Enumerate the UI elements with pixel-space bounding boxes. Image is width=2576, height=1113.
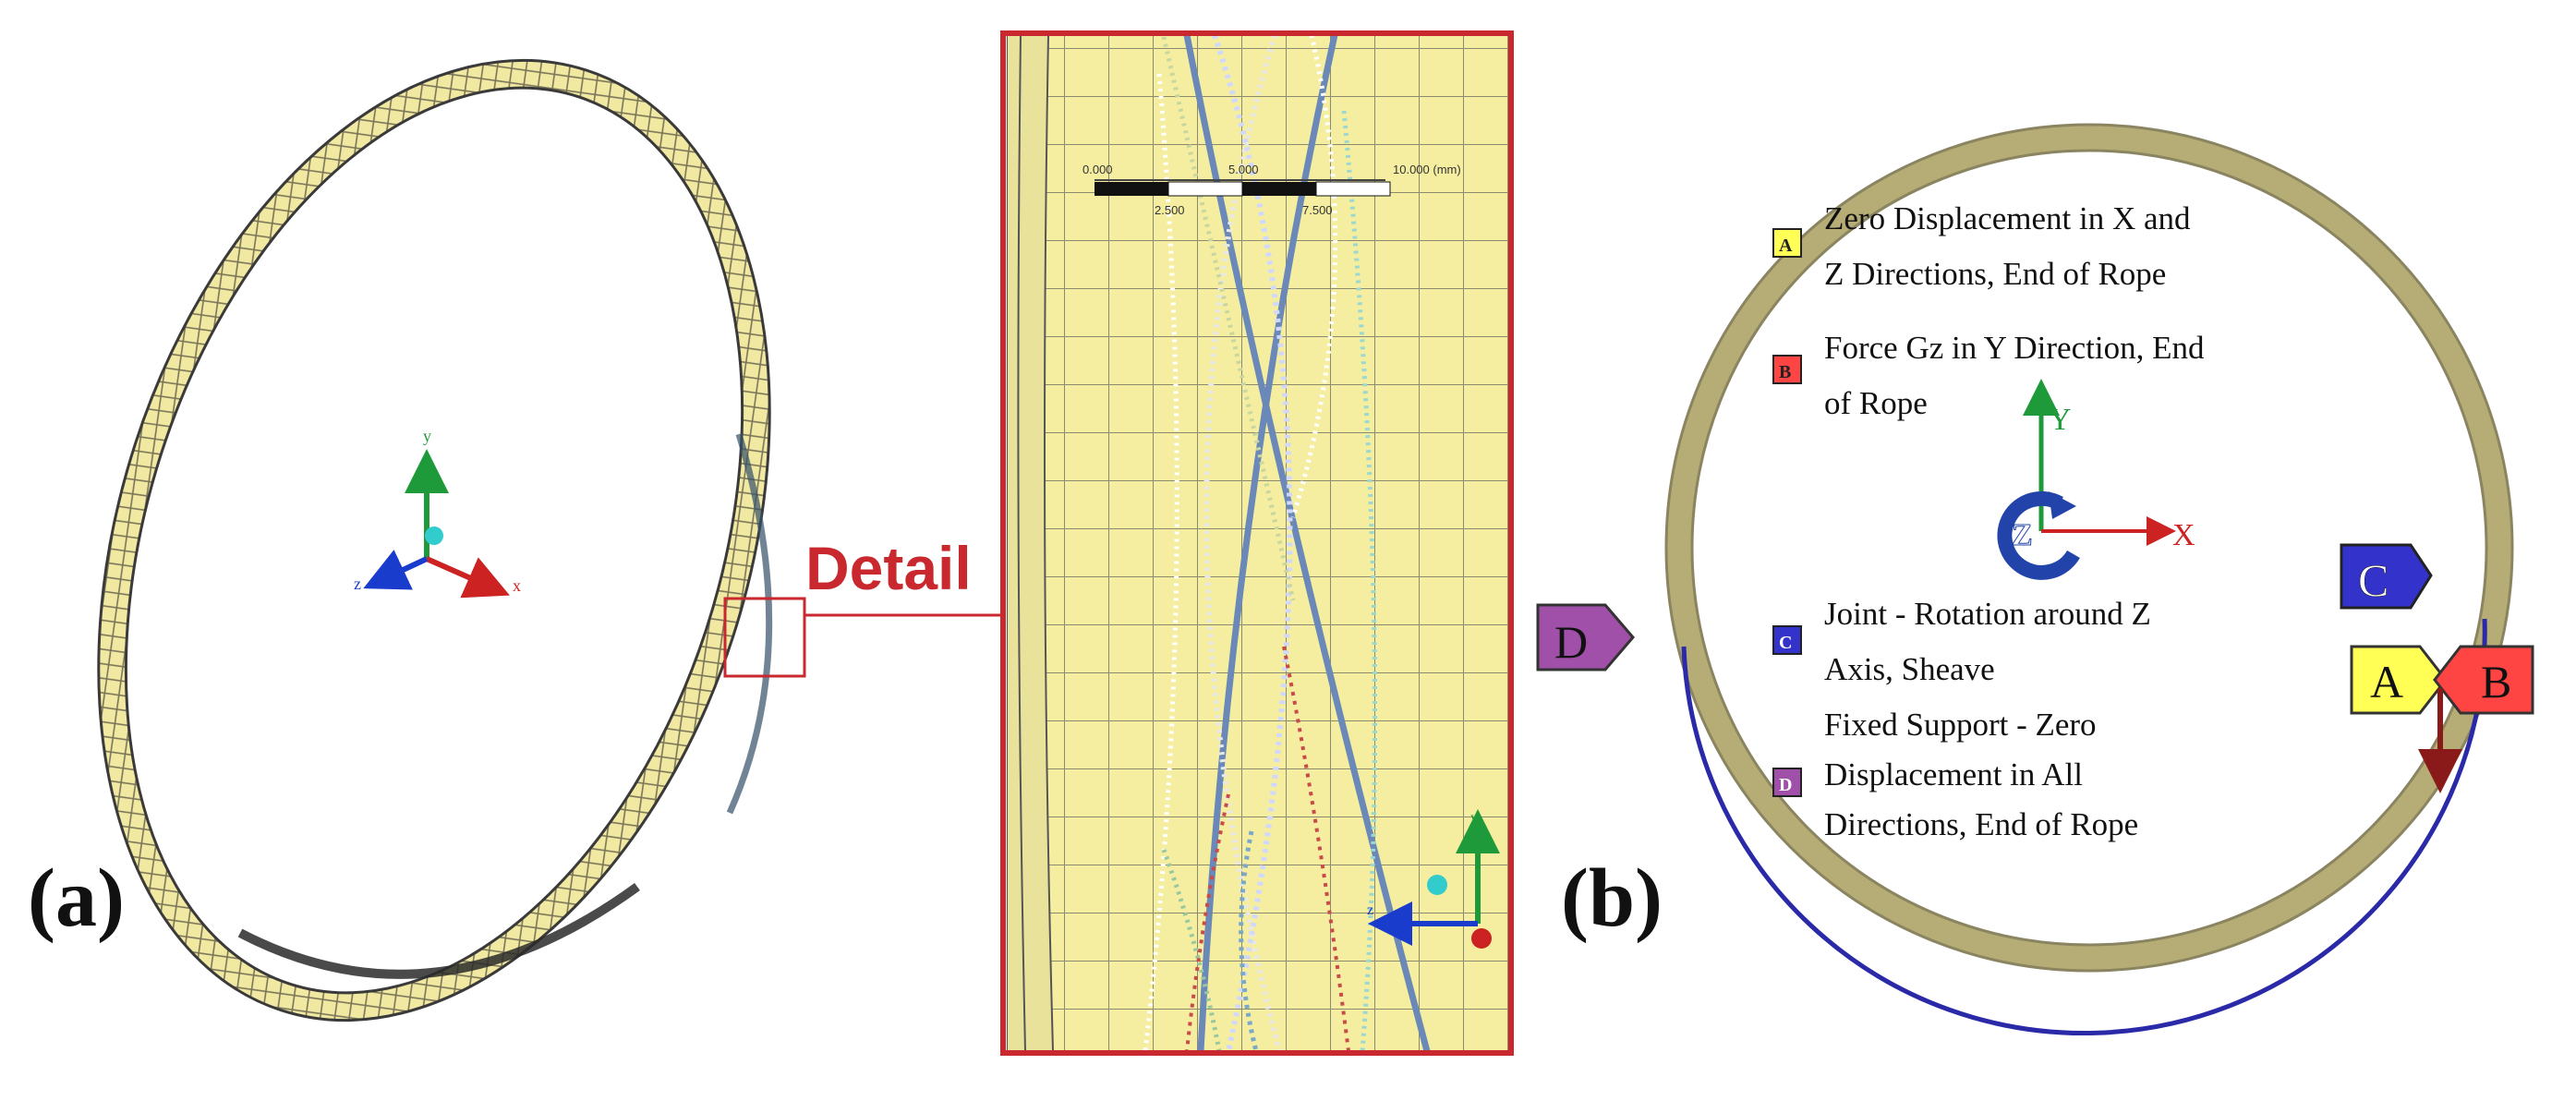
panel-a: y x z Detail (a) [28, 58, 1003, 1022]
tag-c-label: C [2358, 554, 2389, 606]
legend-key-c: C [1779, 633, 1792, 653]
wire-3 [1203, 35, 1282, 1051]
legend-d-line-3: Directions, End of Rope [1824, 806, 2138, 842]
detail-frame [1000, 30, 1514, 1056]
tag-b: B [2433, 645, 2534, 715]
legend-item-c: C Joint - Rotation around Z Axis, Sheave [1772, 596, 2151, 687]
wire-8 [1185, 793, 1230, 1051]
legend-a-line-1: Zero Displacement in X and [1824, 200, 2191, 236]
tag-b-label: B [2481, 656, 2511, 708]
legend-key-b: B [1779, 362, 1791, 382]
tag-a-label: A [2370, 656, 2403, 708]
axis-y-label-b: Y [2049, 403, 2072, 437]
axis-x-label-a: x [513, 576, 521, 595]
panel-b: Y X Z A Zero Displacement in X and Z Dir… [1536, 123, 2534, 1036]
axis-triad-a: y x z [354, 427, 521, 599]
wire-10 [1161, 36, 1296, 601]
legend-item-a: A Zero Displacement in X and Z Direction… [1772, 200, 2191, 292]
tag-a: A [2350, 645, 2448, 715]
legend-key-a: A [1779, 236, 1793, 256]
wire-4 [1212, 35, 1293, 1051]
axis-z-label-b: Z [2012, 518, 2033, 552]
legend-key-d: D [1779, 775, 1792, 795]
detail-label: Detail [805, 534, 972, 602]
legend-item-d: D Fixed Support - Zero Displacement in A… [1772, 707, 2138, 842]
scale-label-3: 2.500 [1155, 203, 1185, 217]
axis-triad-detail: y z [1367, 809, 1500, 949]
panel-b-label: (b) [1561, 853, 1663, 944]
scale-label-1: 5.000 [1228, 163, 1259, 176]
detail-box [723, 597, 806, 678]
scale-bar: 0.000 5.000 10.000 (mm) 2.500 7.500 [1082, 163, 1461, 217]
legend-c-line-2: Axis, Sheave [1824, 651, 1995, 687]
legend: A Zero Displacement in X and Z Direction… [1772, 200, 2205, 842]
legend-a-line-2: Z Directions, End of Rope [1824, 256, 2166, 292]
scale-label-0: 0.000 [1082, 163, 1113, 176]
tag-d-label: D [1554, 616, 1588, 668]
legend-c-line-1: Joint - Rotation around Z [1824, 596, 2151, 632]
legend-b-line-1: Force Gz in Y Direction, End [1824, 330, 2205, 366]
legend-item-b: B Force Gz in Y Direction, End of Rope [1772, 330, 2205, 421]
wire-7 [1282, 646, 1350, 1051]
panel-a-label: (a) [28, 853, 125, 944]
scale-label-2: 10.000 (mm) [1393, 163, 1461, 176]
axis-x-label-b: X [2172, 518, 2195, 552]
axis-y-label-detail: y [1470, 810, 1478, 826]
wire-9 [1290, 35, 1338, 518]
wire-12 [1161, 849, 1222, 1051]
axis-z-label-detail: z [1367, 902, 1373, 918]
wire-5 [1143, 73, 1179, 1051]
scale-label-4: 7.500 [1302, 203, 1333, 217]
rotation-joint-icon [1997, 490, 2080, 580]
axis-z-label-a: z [354, 575, 361, 593]
legend-d-line-2: Displacement in All [1824, 756, 2083, 792]
ring-shadow-right [726, 432, 773, 815]
wire-11 [1239, 830, 1259, 1051]
tag-d: D [1536, 603, 1635, 671]
axis-y-label-a: y [423, 427, 431, 445]
tag-c: C [2340, 543, 2433, 610]
sheave-ring-b [1667, 126, 2511, 970]
detail-panel: 0.000 5.000 10.000 (mm) 2.500 7.500 y z [1000, 30, 1514, 1056]
rope-b [1681, 618, 2487, 1036]
legend-d-line-1: Fixed Support - Zero [1824, 707, 2097, 743]
ring-shadow [237, 882, 640, 979]
axis-triad-b: Y X Z [1997, 379, 2195, 580]
legend-b-line-2: of Rope [1824, 385, 1928, 421]
